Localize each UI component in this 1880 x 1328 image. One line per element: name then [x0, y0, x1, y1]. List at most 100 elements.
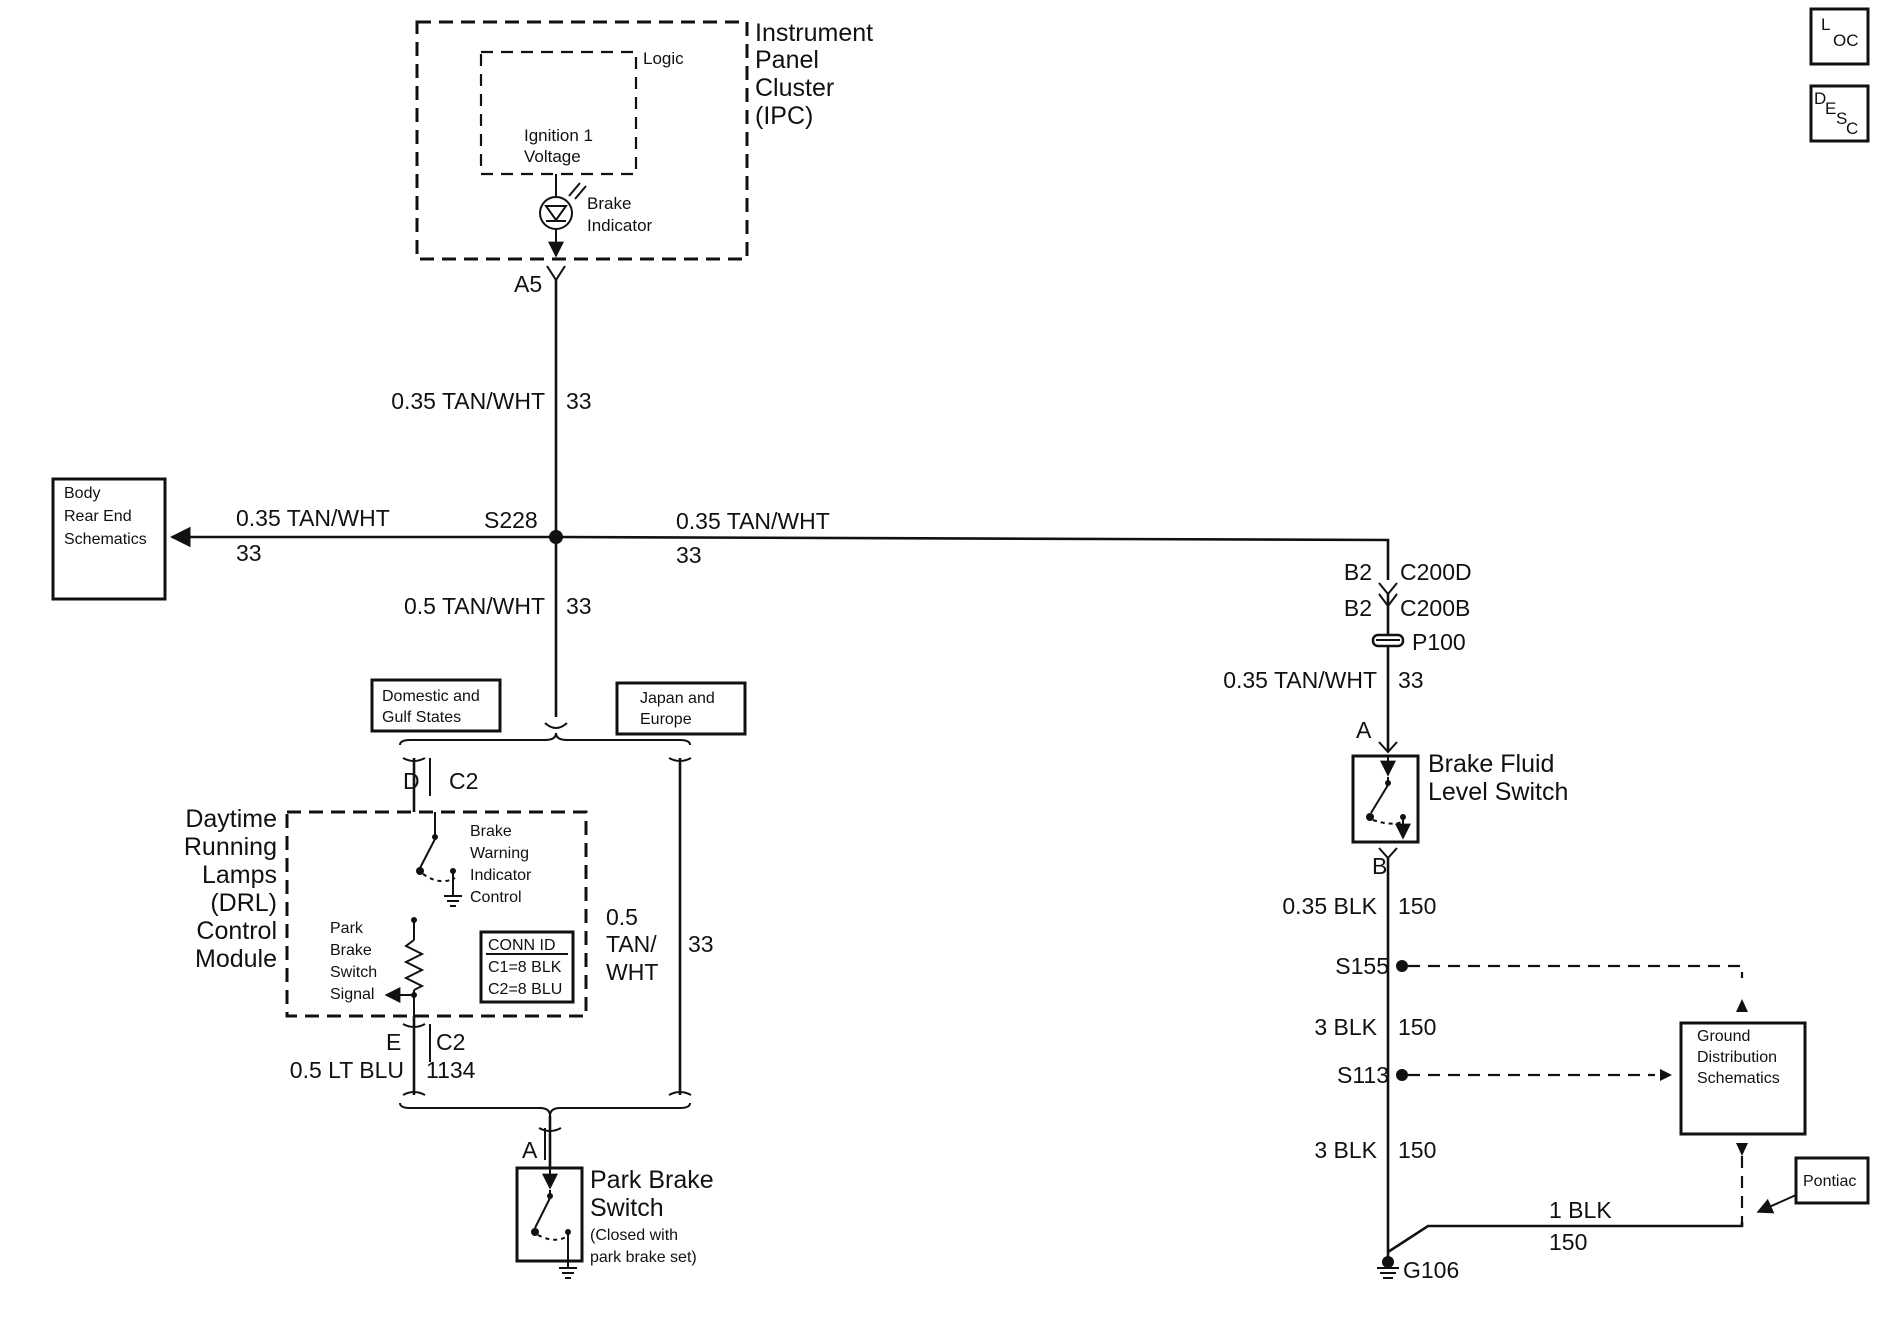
fluid-switch-contact-icon [1370, 784, 1389, 814]
wire-ipc-gauge: 0.35 TAN/WHT [391, 388, 545, 414]
drl-title-5: Control [196, 917, 277, 945]
drl-title-1: Daytime [185, 805, 277, 833]
logic-label: Logic [643, 49, 684, 68]
park-signal-label-3: Switch [330, 964, 377, 981]
body-box-line-1: Body [64, 485, 100, 502]
wire-p100-circuit: 33 [1398, 667, 1424, 693]
variant-japan-box: Japan and Europe [615, 681, 747, 736]
wire-s113-circuit: 150 [1398, 1137, 1436, 1163]
wire-japan-gauge-2: TAN/ [606, 931, 657, 957]
body-box-line-2: Rear End [64, 508, 132, 525]
drl-title-2: Running [184, 833, 277, 861]
park-signal-label-4: Signal [330, 986, 374, 1003]
ignition-label-2: Voltage [524, 147, 581, 166]
wire-fluid-gauge: 0.35 BLK [1282, 893, 1377, 919]
c200b-pin: B2 [1344, 595, 1372, 621]
park-signal-label-2: Brake [330, 942, 372, 959]
variant-split-brace [399, 732, 691, 746]
pullup-resistor-icon [403, 939, 425, 991]
park-switch-title-2: Switch [590, 1194, 664, 1222]
pontiac-box: Pontiac [1794, 1156, 1870, 1205]
ipc-title-4: (IPC) [755, 102, 813, 130]
brake-indicator-led-icon [539, 196, 573, 230]
brake-warning-label-3: Indicator [470, 867, 532, 884]
wire-japan-gauge-3: WHT [606, 959, 658, 985]
variant-japan-line-1: Japan and [640, 690, 715, 707]
s155-ground-link [1408, 964, 1744, 978]
brake-warning-label-4: Control [470, 889, 522, 906]
c200d-connector-icon [1378, 582, 1398, 596]
wire-s228-down-gauge: 0.5 TAN/WHT [404, 593, 545, 619]
brake-warning-switch-icon [419, 838, 436, 869]
c200b-label: C200B [1400, 595, 1470, 621]
fluid-switch-pin-bottom: B [1372, 853, 1387, 879]
fluid-switch-title-2: Level Switch [1428, 778, 1568, 806]
drl-conn-top: C2 [449, 768, 478, 794]
ipc-boundary [415, 20, 749, 261]
brake-indicator-label-1: Brake [587, 194, 631, 213]
s155-label: S155 [1335, 953, 1389, 979]
wire-c200-gauge: 0.35 TAN/WHT [676, 508, 830, 534]
ipc-title-2: Panel [755, 46, 819, 74]
description-icon-sub2: S [1836, 109, 1847, 128]
ground-box-line-3: Schematics [1697, 1070, 1780, 1087]
ipc-module: Instrument Panel Cluster (IPC) Logic Ign… [415, 19, 873, 297]
ipc-title-3: Cluster [755, 74, 834, 102]
brake-warning-label-1: Brake [470, 823, 512, 840]
c200d-pin: B2 [1344, 559, 1372, 585]
park-switch-note-2: park brake set) [590, 1249, 697, 1266]
park-switch-note-1: (Closed with [590, 1227, 678, 1244]
location-icon[interactable]: L OC [1809, 7, 1870, 66]
wire-drl-gauge: 0.5 LT BLU [290, 1057, 404, 1083]
variant-domestic-line-1: Domestic and [382, 688, 480, 705]
drl-title-4: (DRL) [210, 889, 277, 917]
variant-domestic-box: Domestic and Gulf States [370, 678, 502, 733]
conn-id-c1: C1=8 BLK [488, 959, 562, 976]
body-box-line-3: Schematics [64, 531, 147, 548]
drl-boundary [285, 810, 588, 1018]
wire-s228-down-circuit: 33 [566, 593, 592, 619]
park-signal-label-1: Park [330, 920, 364, 937]
drl-conn-bottom: C2 [436, 1029, 465, 1055]
brake-fluid-level-switch [1351, 754, 1420, 844]
brake-warning-label-2: Warning [470, 845, 529, 862]
wire-body-circuit: 33 [236, 540, 262, 566]
park-switch-title-1: Park Brake [590, 1166, 714, 1194]
park-switch-contact-icon [534, 1197, 551, 1229]
description-icon-sub1: E [1825, 99, 1836, 118]
brake-indicator-label-2: Indicator [587, 216, 653, 235]
wire-japan-circuit: 33 [688, 931, 714, 957]
merge-brace [399, 1102, 691, 1117]
drl-title-6: Module [195, 945, 277, 973]
wire-ground-bottom [1387, 1222, 1744, 1254]
location-icon-letter: L [1821, 15, 1830, 34]
ground-distribution-box[interactable]: Ground Distribution Schematics [1679, 1021, 1807, 1136]
park-brake-switch [515, 1166, 584, 1263]
s113-label: S113 [1337, 1062, 1389, 1088]
ipc-pin-label: A5 [514, 271, 542, 297]
s155-splice-dot [1396, 960, 1408, 972]
conn-id-title: CONN ID [488, 937, 556, 954]
variant-japan-line-2: Europe [640, 711, 692, 728]
ipc-connector-icon [546, 265, 566, 282]
wire-s155-gauge: 3 BLK [1314, 1014, 1377, 1040]
ground-box-line-2: Distribution [1697, 1049, 1777, 1066]
drl-pin-bottom: E [386, 1029, 401, 1055]
conn-id-c2: C2=8 BLU [488, 981, 562, 998]
description-icon-sub3: C [1846, 119, 1858, 138]
g106-label: G106 [1403, 1257, 1459, 1283]
ipc-title-1: Instrument [755, 19, 873, 47]
wire-s155-circuit: 150 [1398, 1014, 1436, 1040]
wire-s113-gauge: 3 BLK [1314, 1137, 1377, 1163]
wire-japan-gauge-1: 0.5 [606, 904, 638, 930]
body-rear-end-box[interactable]: Body Rear End Schematics [51, 477, 167, 601]
park-switch-pin: A [522, 1137, 538, 1163]
fluid-switch-pin-top: A [1356, 717, 1372, 743]
wire-c200-circuit: 33 [676, 542, 702, 568]
wire-fluid-circuit: 150 [1398, 893, 1436, 919]
description-icon[interactable]: D E S C [1809, 84, 1870, 143]
ignition-label-1: Ignition 1 [524, 126, 593, 145]
location-icon-sub: OC [1833, 31, 1859, 50]
conn-id-box: CONN ID C1=8 BLK C2=8 BLU [479, 930, 575, 1004]
fluid-switch-title-1: Brake Fluid [1428, 750, 1554, 778]
